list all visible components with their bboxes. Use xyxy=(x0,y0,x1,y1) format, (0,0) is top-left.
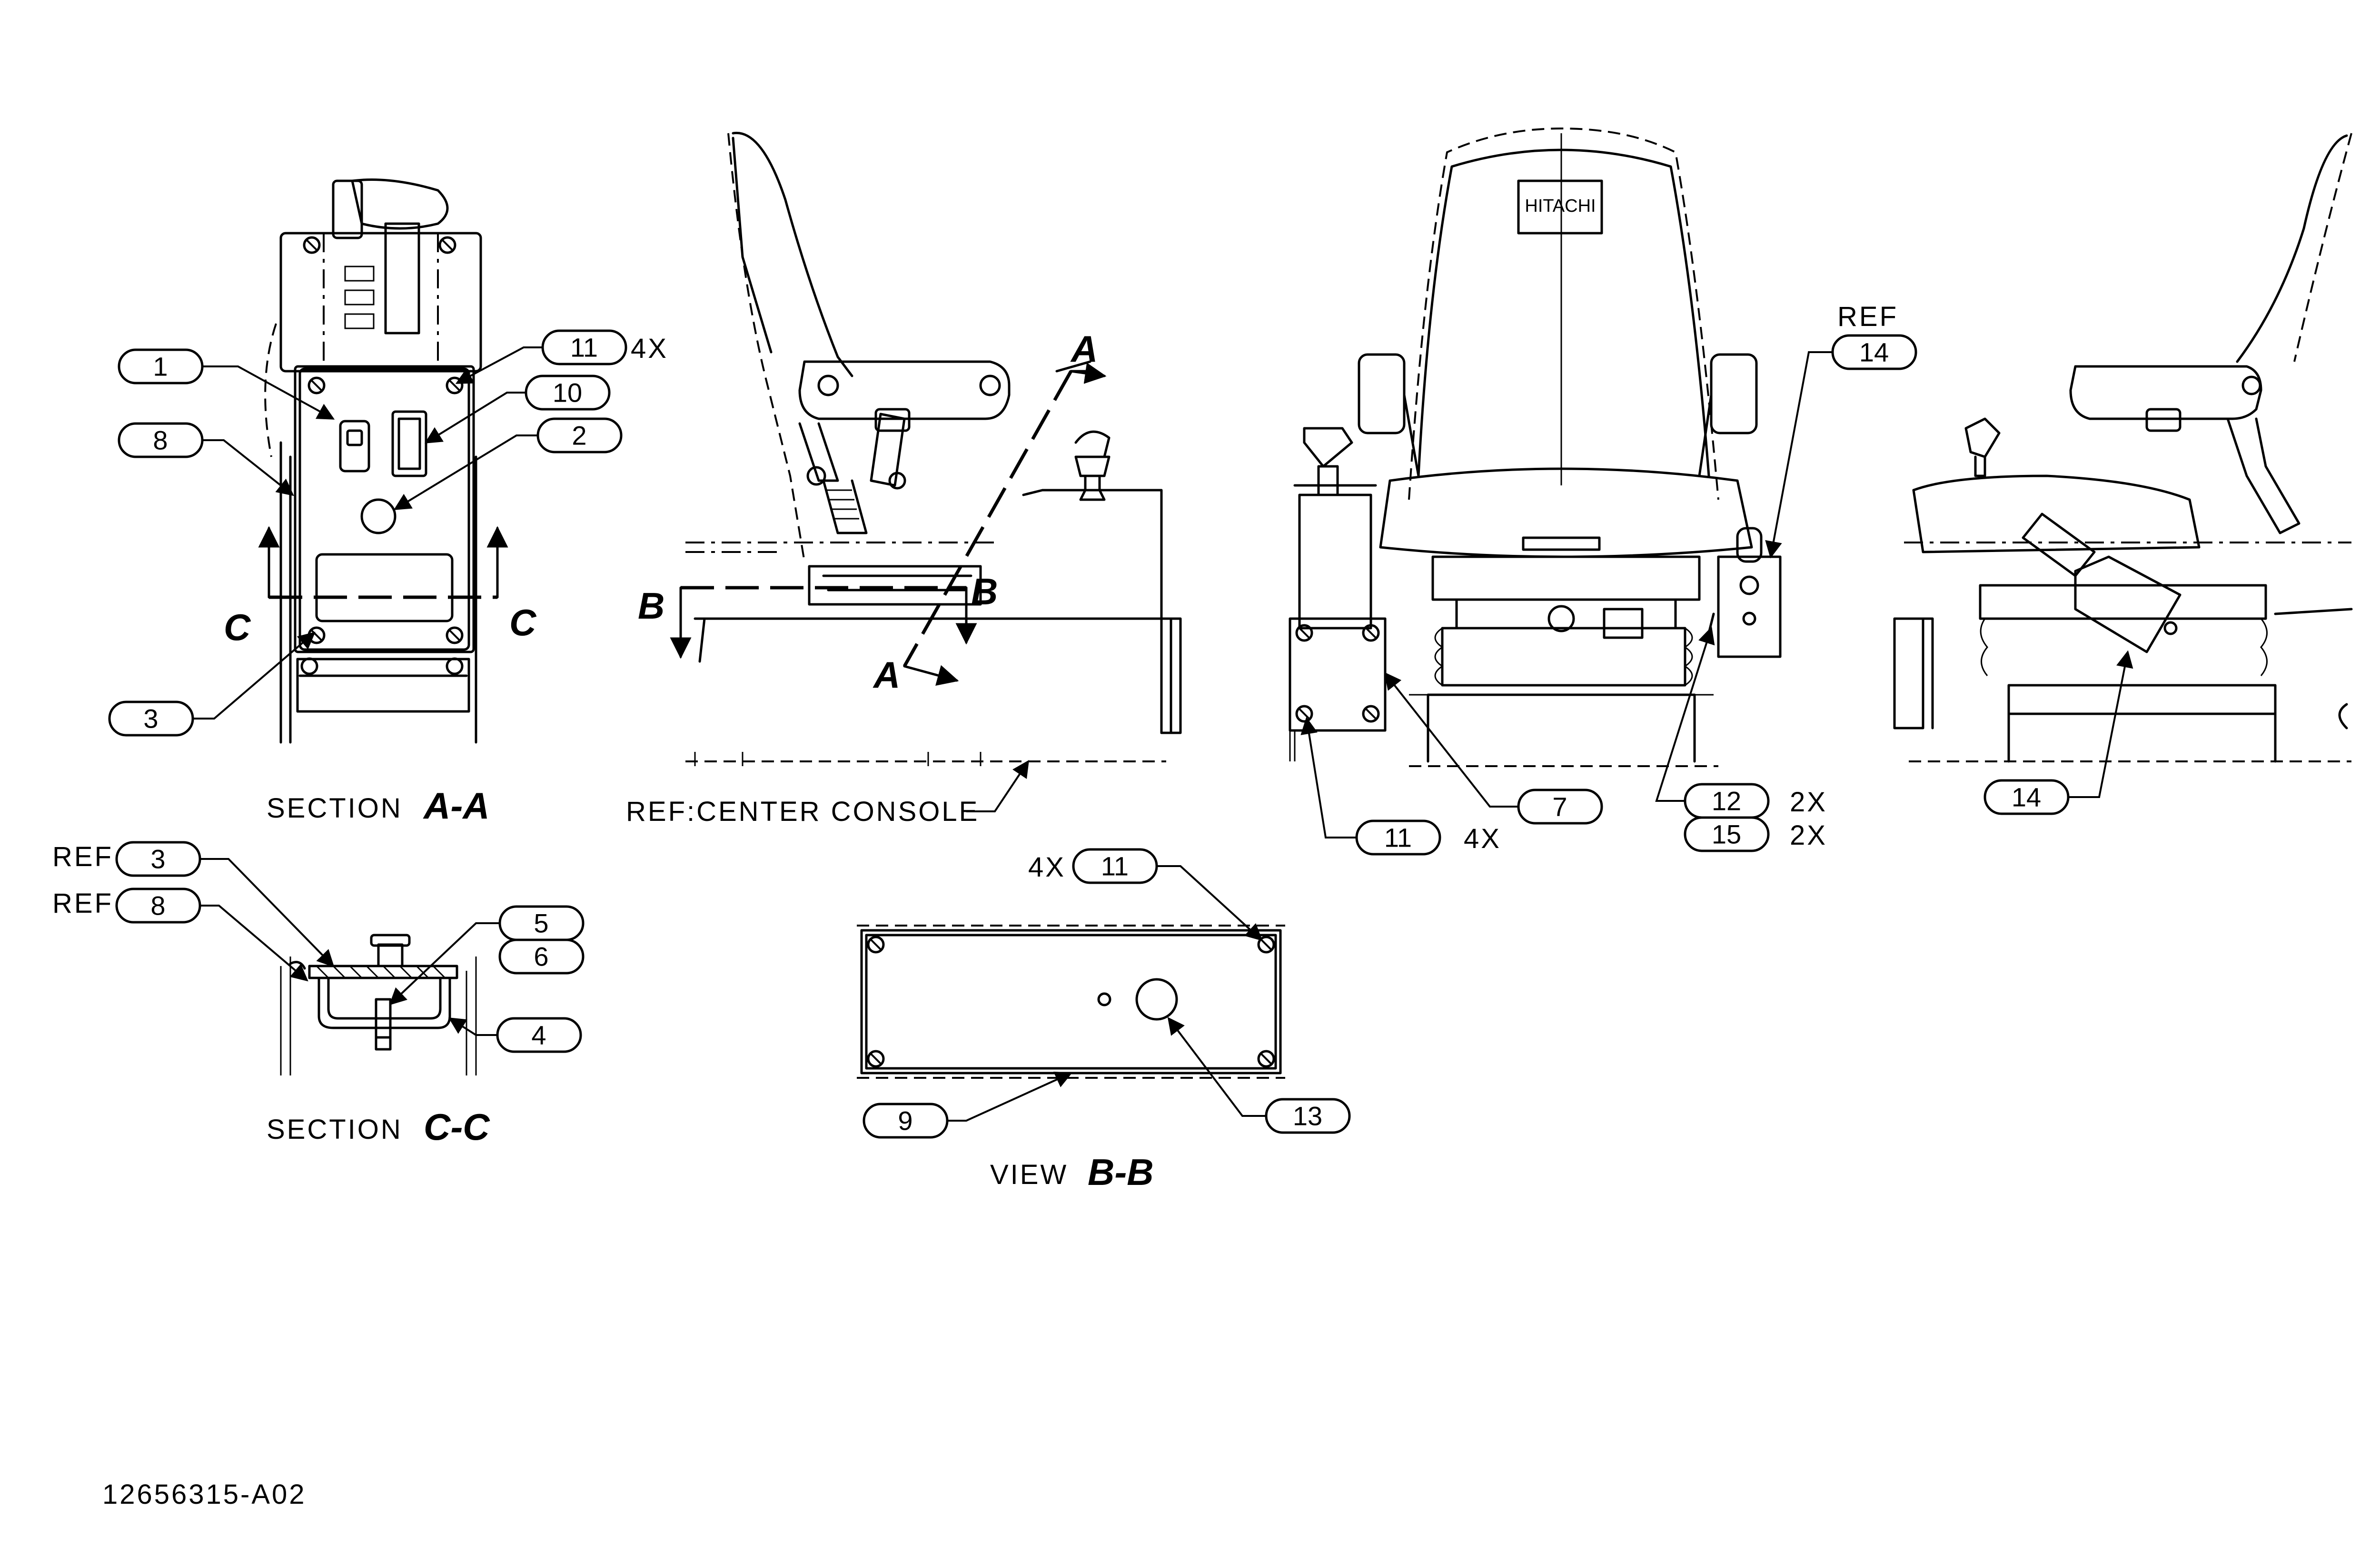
svg-text:14: 14 xyxy=(1859,337,1889,367)
section-aa-word: SECTION xyxy=(267,793,403,824)
ref-center-console: REF:CENTER CONSOLE xyxy=(626,796,979,827)
svg-text:3: 3 xyxy=(143,704,158,734)
section-letter-a-lower: A xyxy=(873,654,900,696)
section-letter-a-upper: A xyxy=(1070,328,1098,370)
ref-label-14: REF xyxy=(1837,301,1898,332)
qty-4x-11-top: 4X xyxy=(631,333,668,364)
balloon-4: 4 xyxy=(448,1017,582,1053)
svg-text:4: 4 xyxy=(531,1020,546,1050)
balloon-5: 5 xyxy=(389,905,585,1006)
svg-text:2: 2 xyxy=(572,421,586,451)
balloon-13: 13 xyxy=(1167,1017,1351,1134)
side-view-seat: A A B B REF:CENTER CONSOLE xyxy=(626,131,1182,827)
section-letter-b-right: B xyxy=(971,571,998,612)
svg-text:15: 15 xyxy=(1712,819,1741,849)
svg-text:7: 7 xyxy=(1552,792,1567,822)
rocker-switch-icon xyxy=(339,420,370,473)
balloon-2: 2 xyxy=(393,417,623,510)
section-letter-c-left: C xyxy=(224,606,251,648)
section-cc-word: SECTION xyxy=(267,1114,403,1145)
svg-text:13: 13 xyxy=(1293,1101,1322,1131)
balloon-14-ref: REF 14 xyxy=(1765,301,1917,559)
svg-text:14: 14 xyxy=(2012,782,2041,812)
balloon-11-front: 11 4X xyxy=(1300,717,1501,856)
balloon-8: 8 xyxy=(118,422,294,496)
section-cc-letters: C-C xyxy=(424,1106,490,1148)
balloon-12: 12 2X xyxy=(1655,626,1827,819)
svg-text:8: 8 xyxy=(153,425,168,455)
round-button-icon xyxy=(360,498,397,534)
svg-text:11: 11 xyxy=(1101,851,1129,881)
svg-text:10: 10 xyxy=(553,378,582,408)
balloon-3-section: 3 xyxy=(108,631,316,737)
svg-text:9: 9 xyxy=(898,1106,912,1136)
view-bb: VIEW B-B xyxy=(857,925,1285,1193)
svg-text:6: 6 xyxy=(534,942,548,972)
view-bb-letters: B-B xyxy=(1088,1151,1154,1193)
balloon-9: 9 xyxy=(863,1072,1073,1139)
svg-text:1: 1 xyxy=(153,352,168,382)
balloon-14-side: 14 xyxy=(1983,650,2133,815)
svg-text:11: 11 xyxy=(570,333,598,363)
balloon-11-view: 4X 11 xyxy=(1028,848,1263,941)
svg-text:12: 12 xyxy=(1712,786,1741,816)
front-view-seat: HITACHI xyxy=(1289,127,1782,767)
section-arrow-a-lower xyxy=(903,665,959,686)
svg-text:8: 8 xyxy=(150,891,165,921)
section-aa-letters: A-A xyxy=(423,785,490,827)
qty-4x-11-front: 4X xyxy=(1464,823,1501,854)
balloon-10: 10 xyxy=(424,375,611,444)
qty-2x-15: 2X xyxy=(1790,820,1827,851)
ref-label-3: REF xyxy=(52,841,113,872)
svg-text:5: 5 xyxy=(534,908,548,938)
balloon-6: 6 xyxy=(498,938,585,975)
section-aa-view: C C SECTION A-A xyxy=(224,178,537,827)
view-bb-word: VIEW xyxy=(990,1159,1068,1190)
section-letter-b-left: B xyxy=(638,585,664,627)
qty-2x-12: 2X xyxy=(1790,787,1827,818)
section-cc-view: SECTION C-C xyxy=(267,934,490,1148)
balloon-3-ref: REF 3 xyxy=(52,841,335,967)
balloon-7: 7 xyxy=(1384,672,1603,825)
drawing-number: 12656315-A02 xyxy=(102,1479,307,1510)
balloon-1: 1 xyxy=(118,348,335,420)
svg-text:11: 11 xyxy=(1384,823,1412,853)
qty-4x-11-view: 4X xyxy=(1028,852,1066,883)
rear-side-view-seat xyxy=(1893,133,2353,763)
balloon-11-section: 11 4X xyxy=(455,329,668,384)
svg-text:3: 3 xyxy=(150,844,165,874)
balloon-15: 15 2X xyxy=(1684,816,1827,852)
balloon-8-ref: REF 8 xyxy=(52,888,308,982)
seat-logo-text: HITACHI xyxy=(1525,196,1596,216)
ref-label-8: REF xyxy=(52,888,113,919)
section-letter-c-right: C xyxy=(509,602,537,643)
